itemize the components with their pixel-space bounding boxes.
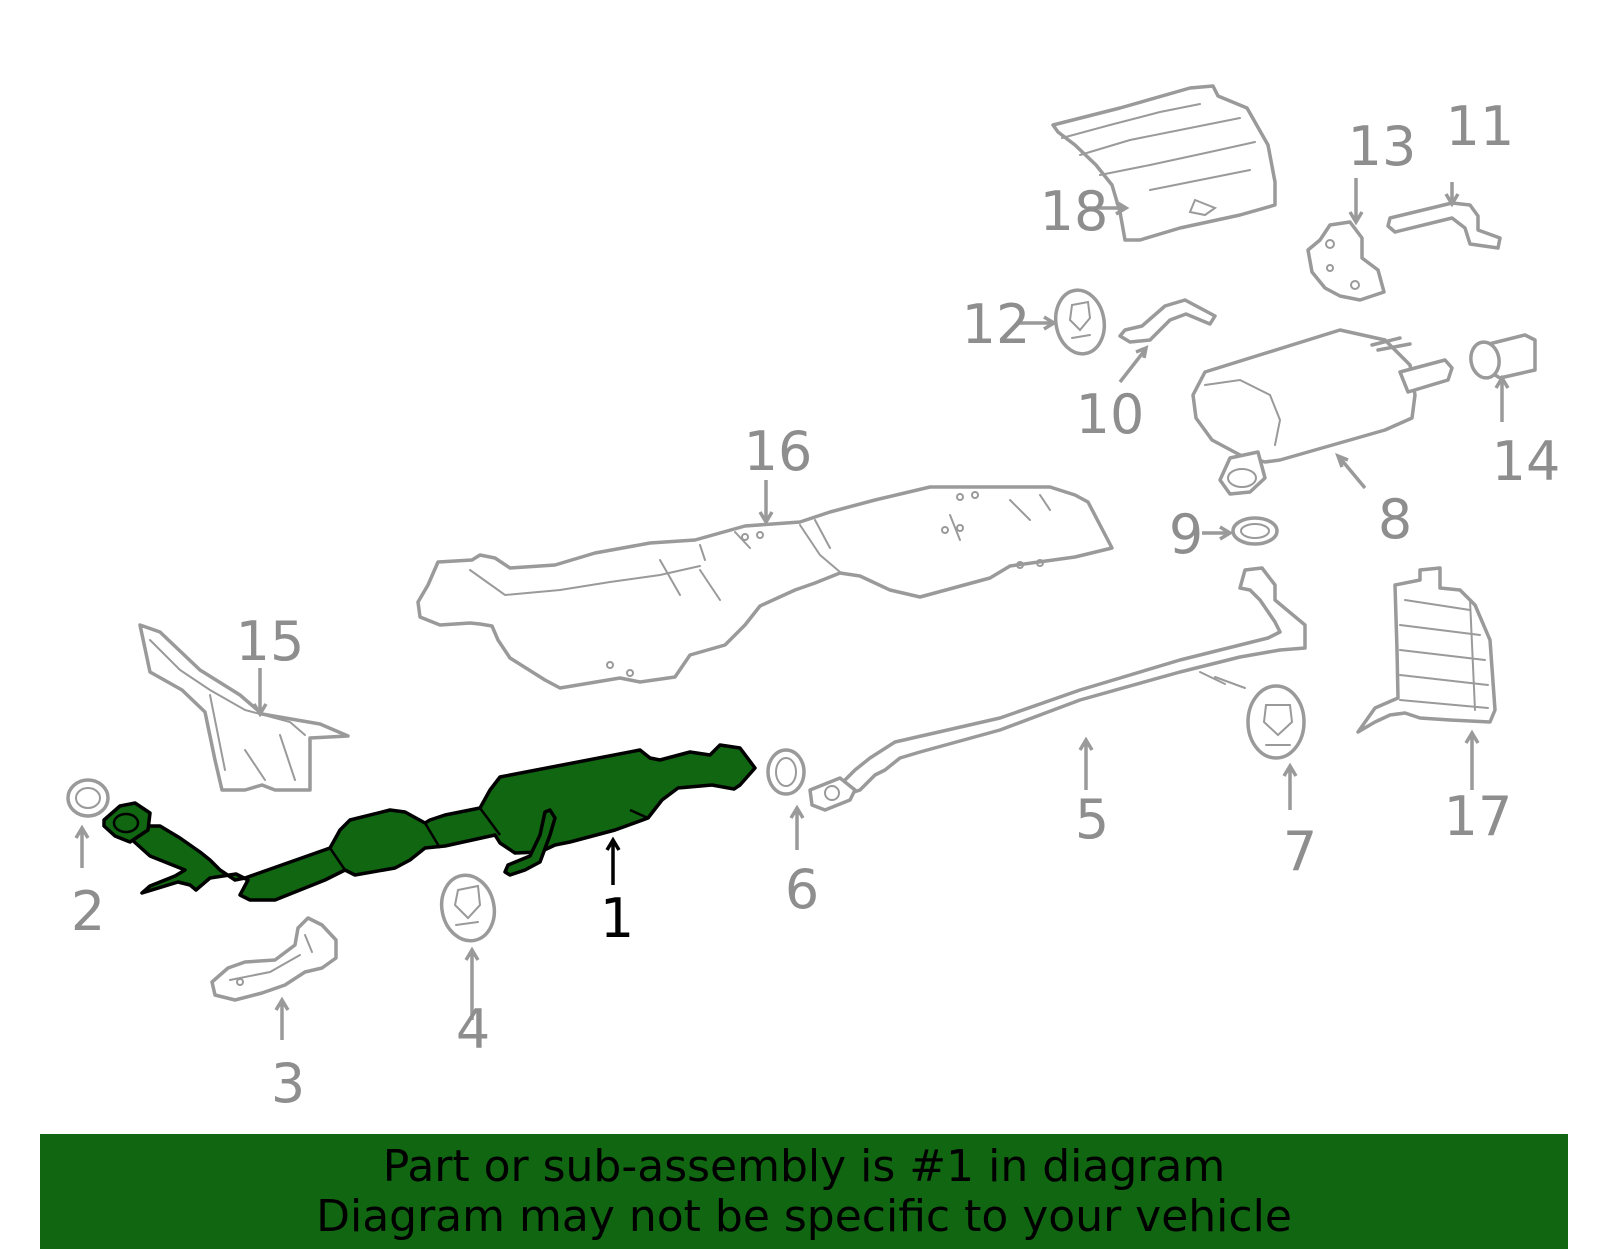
info-banner: Part or sub-assembly is #1 in diagram Di… [40, 1134, 1568, 1249]
part-3-bracket [210, 916, 338, 1002]
part-7-insulator [1246, 684, 1306, 760]
callout-3: 3 [271, 1052, 305, 1115]
banner-line-2: Diagram may not be specific to your vehi… [316, 1191, 1292, 1242]
part-4-insulator [439, 873, 497, 943]
part-10-bracket [1118, 298, 1217, 344]
part-5-intermediate-pipe [808, 566, 1307, 812]
part-8-muffler [1191, 328, 1454, 496]
callout-7: 7 [1283, 820, 1317, 883]
callout-labels: 1 2 3 4 5 6 7 8 9 10 11 12 13 14 15 16 1… [71, 95, 1561, 1115]
banner-line-1: Part or sub-assembly is #1 in diagram [382, 1141, 1226, 1192]
callout-4: 4 [456, 998, 490, 1061]
part-14-tailpipe-tip [1469, 333, 1537, 380]
callout-11: 11 [1446, 95, 1515, 158]
callout-18: 18 [1040, 180, 1109, 243]
callout-17: 17 [1444, 785, 1513, 848]
part-12-insulator [1053, 288, 1107, 356]
callout-14: 14 [1492, 430, 1561, 493]
callout-arrows [74, 178, 1510, 1040]
callout-5: 5 [1075, 788, 1109, 851]
part-11-hanger [1386, 201, 1502, 250]
callout-13: 13 [1348, 115, 1417, 178]
callout-6: 6 [785, 858, 819, 921]
part-15-heat-shield [138, 623, 350, 792]
callout-12: 12 [962, 293, 1031, 356]
part-17-heat-shield [1356, 566, 1497, 734]
callout-2: 2 [71, 880, 105, 943]
part-2-gasket [66, 778, 110, 818]
callout-8: 8 [1378, 488, 1412, 551]
callout-16: 16 [744, 420, 813, 483]
part-9-gasket [1231, 516, 1279, 546]
part-16-heat-shield [416, 485, 1114, 690]
part-18-heat-shield [1051, 84, 1277, 242]
part-13-bracket [1306, 220, 1386, 302]
callout-10: 10 [1076, 383, 1145, 446]
callout-9: 9 [1169, 503, 1203, 566]
callout-1: 1 [600, 887, 634, 950]
part-1-front-exhaust-pipe [102, 743, 757, 902]
callout-15: 15 [236, 610, 305, 673]
part-6-gasket [766, 748, 806, 796]
